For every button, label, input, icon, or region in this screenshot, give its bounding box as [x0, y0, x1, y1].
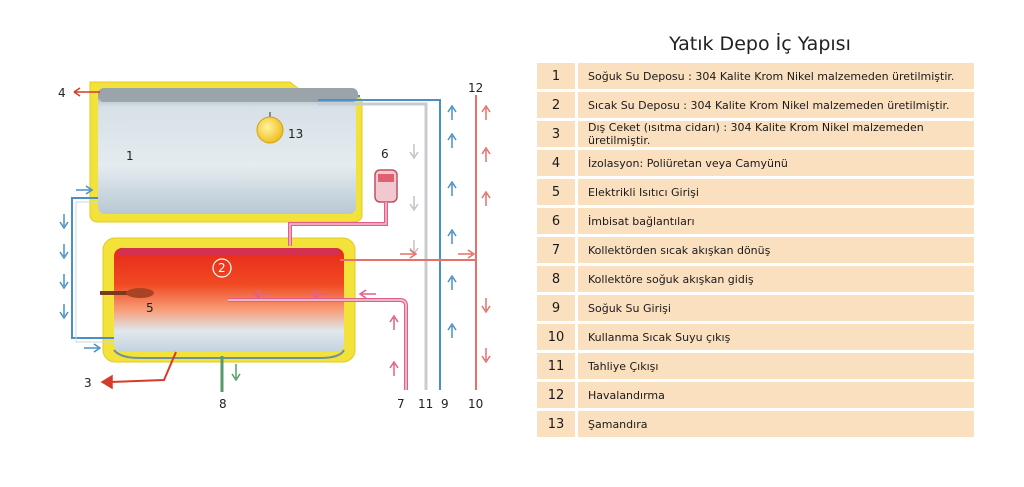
diagram-label-8: 8 [219, 397, 227, 411]
legend-number: 5 [537, 179, 578, 205]
legend-number: 10 [537, 324, 578, 350]
legend-number: 6 [537, 208, 578, 234]
legend-text: Kollektöre soğuk akışkan gidiş [578, 266, 974, 292]
legend-text: Elektrikli Isıtıcı Girişi [578, 179, 974, 205]
diagram-label-5: 5 [146, 301, 154, 315]
collector-return-pipe [228, 298, 408, 390]
legend-number: 4 [537, 150, 578, 176]
outer-jacket [113, 349, 345, 359]
cold-water-tank [89, 81, 363, 223]
flow-arrows [59, 87, 491, 390]
diagram-label-2-badge: 2 [212, 258, 232, 278]
diagram-label-4: 4 [58, 86, 66, 100]
legend-number: 13 [537, 411, 578, 437]
electric-heater [100, 288, 154, 298]
legend-number: 12 [537, 382, 578, 408]
page-title: Yatık Depo İç Yapısı [669, 33, 851, 55]
diagram-label-12: 12 [468, 81, 483, 95]
diagram-label-13: 13 [288, 127, 303, 141]
legend-number: 7 [537, 237, 578, 263]
legend-text: Sıcak Su Deposu : 304 Kalite Krom Nikel … [578, 92, 974, 118]
legend-number: 8 [537, 266, 578, 292]
expansion-tank [288, 169, 398, 246]
diagram-label-3: 3 [84, 376, 92, 390]
legend-number: 11 [537, 353, 578, 379]
diagram-number-labels: 4 1 13 6 12 5 3 8 7 11 9 10 [58, 81, 483, 411]
legend-text: Şamandıra [578, 411, 974, 437]
diagram-label-7: 7 [397, 397, 405, 411]
vent-and-hot-outlet-pipes [340, 95, 477, 390]
diagram-label-10: 10 [468, 397, 483, 411]
legend-text: Havalandırma [578, 382, 974, 408]
diagram-label-2: 2 [218, 261, 226, 275]
float-ball [256, 112, 284, 144]
diagram-label-1: 1 [126, 149, 134, 163]
legend-number: 9 [537, 295, 578, 321]
diagram-label-6: 6 [381, 147, 389, 161]
legend-text: Kullanma Sıcak Suyu çıkış [578, 324, 974, 350]
legend-text: İmbisat bağlantıları [578, 208, 974, 234]
legend-text: İzolasyon: Poliüretan veya Camyünü [578, 150, 974, 176]
legend-number: 1 [537, 63, 578, 89]
top-pipes [318, 95, 441, 390]
diagram-label-11: 11 [418, 397, 433, 411]
legend-text: Tahliye Çıkışı [578, 353, 974, 379]
left-cold-feed-pipe [71, 197, 114, 343]
legend-text: Soğuk Su Deposu : 304 Kalite Krom Nikel … [578, 63, 974, 89]
legend-number: 2 [537, 92, 578, 118]
tank-diagram: 4 1 13 6 12 5 3 8 7 11 9 10 2 [58, 81, 491, 411]
legend-number: 3 [537, 121, 578, 147]
legend-text: Soğuk Su Girişi [578, 295, 974, 321]
legend-text: Dış Ceket (ısıtma cidarı) : 304 Kalite K… [578, 121, 974, 147]
legend-text: Kollektörden sıcak akışkan dönüş [578, 237, 974, 263]
diagram-label-9: 9 [441, 397, 449, 411]
